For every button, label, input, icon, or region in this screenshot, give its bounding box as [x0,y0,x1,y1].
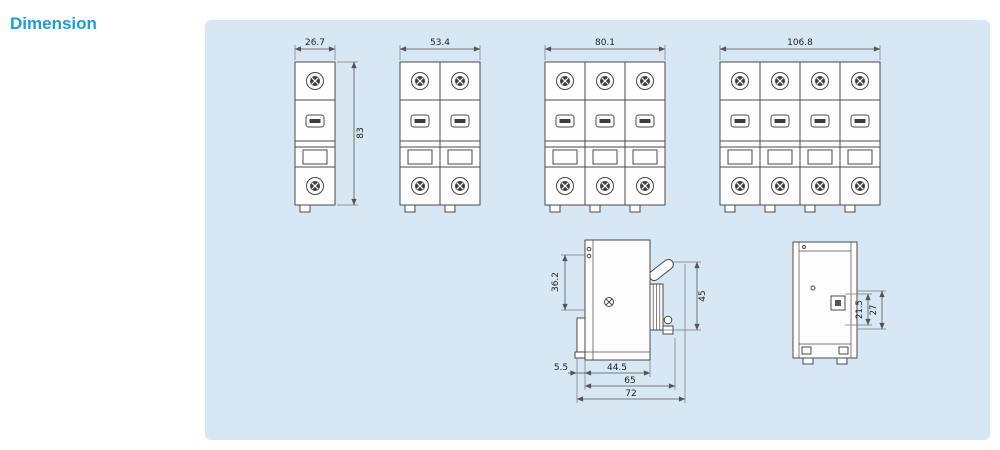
dim-label-36-2: 36.2 [551,272,561,292]
dim-side-bottom: 5.5 44.5 65 72 [554,264,686,403]
front-view-3pole: 80.1 [544,38,666,213]
dim-label-width-2pole: 53.4 [430,38,450,48]
dim-label-5-5: 5.5 [554,363,568,373]
front-view-1pole: 26.7 83 [294,38,366,213]
dim-label-65: 65 [624,376,635,386]
rear-clip-tab [836,357,848,365]
dim-rear-outer: 27 [857,290,886,330]
dim-label-72: 72 [625,389,636,399]
terminal-screw-icon [663,315,673,325]
dim-width-3pole: 80.1 [544,38,666,60]
dimension-drawing: 26.7 83 53.4 [294,38,886,403]
dim-label-width-1pole: 26.7 [305,38,325,48]
front-view-2pole: 53.4 [399,38,481,213]
dim-label-44-5: 44.5 [607,363,627,373]
dim-width-2pole: 53.4 [399,38,481,60]
toggle-lever [648,258,674,282]
dim-label-width-3pole: 80.1 [595,38,615,48]
rear-body [792,241,858,359]
dimension-panel: 26.7 83 53.4 [205,20,990,440]
dim-label-27: 27 [869,305,879,316]
side-body [584,239,651,361]
dim-label-21-5: 21.5 [855,300,865,319]
dim-label-45: 45 [698,290,708,301]
dim-label-width-4pole: 106.8 [787,38,813,48]
front-view-4pole: 106.8 [719,38,881,213]
rear-clip-tab [802,357,814,365]
dim-side-right: 45 [663,261,708,331]
dim-width-1pole: 26.7 [294,38,336,60]
side-view: 36.2 45 [551,239,708,403]
dim-label-height: 83 [356,127,366,138]
dim-side-left: 36.2 [551,254,585,311]
dim-height-1pole: 83 [337,61,366,206]
rear-view: 21.5 27 [792,241,886,365]
section-title: Dimension [10,14,97,33]
dim-rear-inner: 21.5 [845,293,872,326]
dim-width-4pole: 106.8 [719,38,881,60]
